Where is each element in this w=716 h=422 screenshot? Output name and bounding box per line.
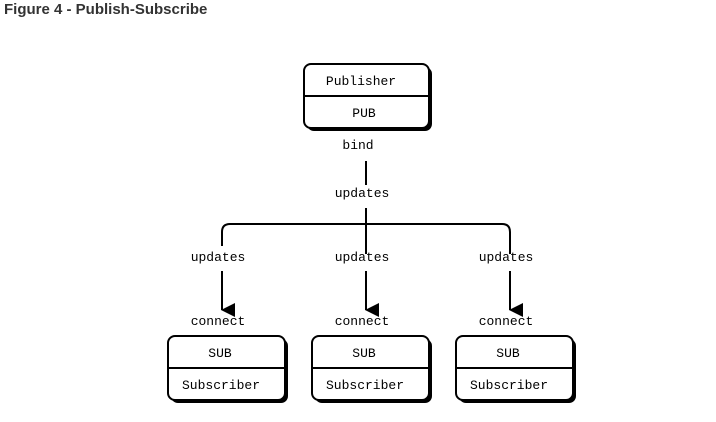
subscriber-title-2: Subscriber [326,378,404,393]
subscriber-title-3: Subscriber [470,378,548,393]
subscriber-socket-2: SUB [352,346,376,361]
bind-label: bind [342,138,373,153]
branch-updates-label-2: updates [335,250,390,265]
publisher-socket: PUB [352,106,376,121]
subscriber-node-2: SUB Subscriber [311,335,432,403]
subscriber-node-3: SUB Subscriber [455,335,576,403]
figure-title: Figure 4 - Publish-Subscribe [4,1,208,18]
connect-label-2: connect [335,314,390,329]
subscriber-title-1: Subscriber [182,378,260,393]
subscriber-socket-1: SUB [208,346,232,361]
subscriber-node-1: SUB Subscriber [167,335,288,403]
connect-label-3: connect [479,314,534,329]
publisher-title: Publisher [326,74,396,89]
branch-updates-label-3: updates [479,250,534,265]
connect-label-1: connect [191,314,246,329]
branch-updates-label-1: updates [191,250,246,265]
trunk-updates-label: updates [335,186,390,201]
subscriber-socket-3: SUB [496,346,520,361]
fanout-bracket [221,223,511,254]
publisher-node: Publisher PUB [303,63,432,131]
